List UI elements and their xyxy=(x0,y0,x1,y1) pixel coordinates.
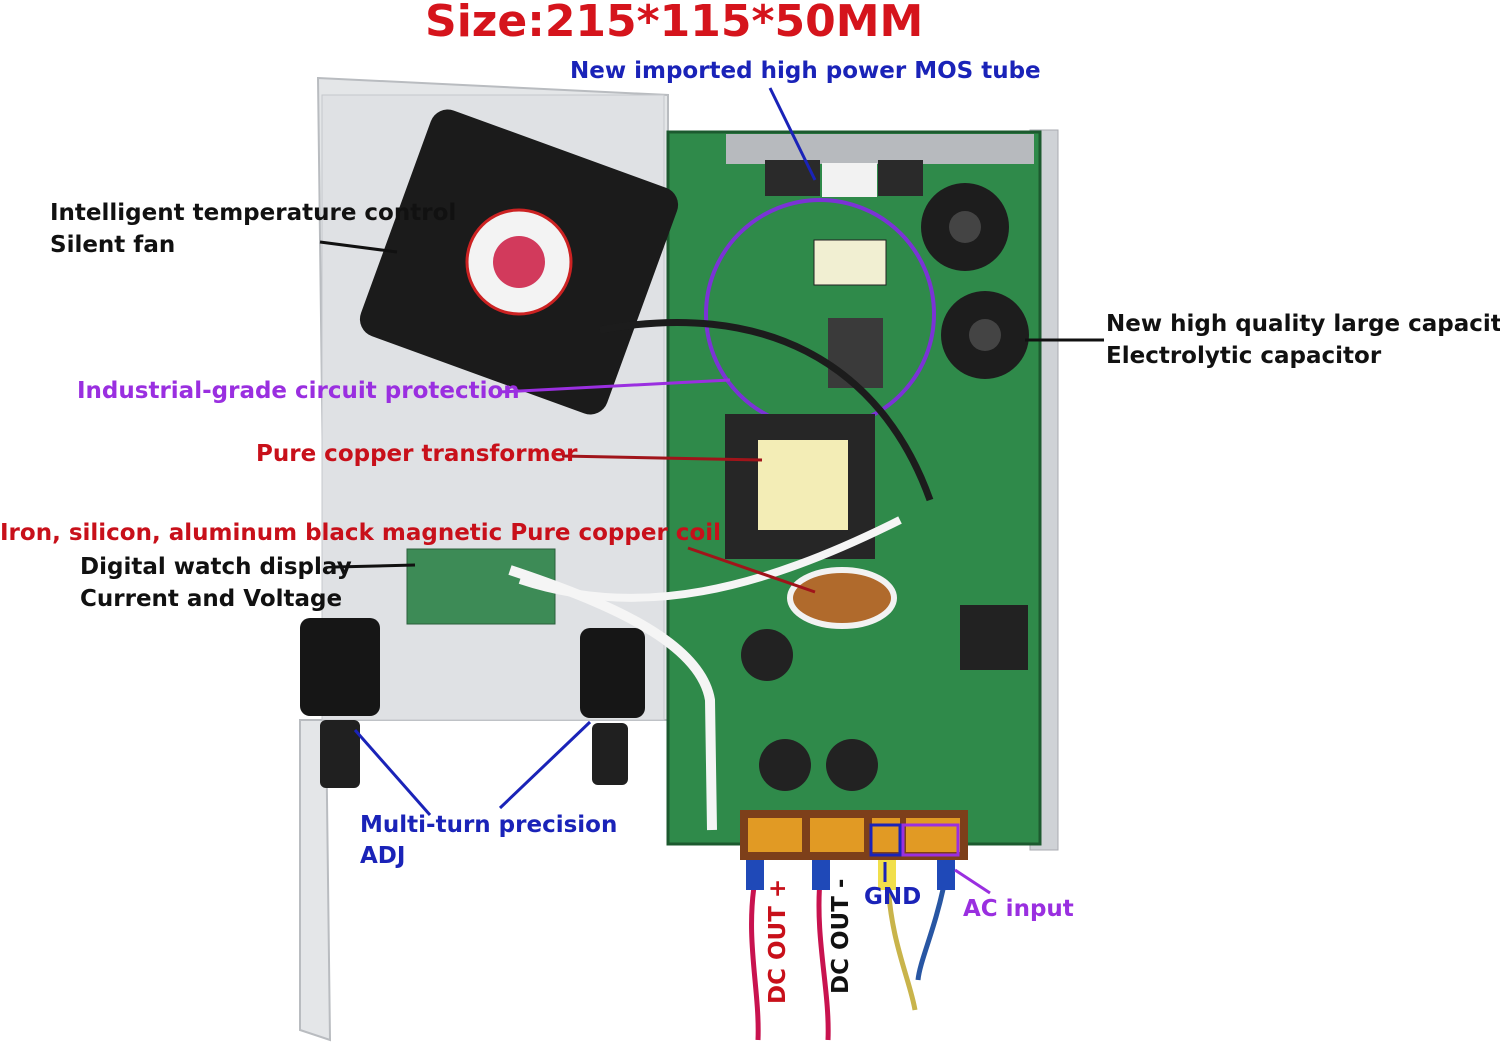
capacitor-label-line2: Electrolytic capacitor xyxy=(1106,343,1382,369)
adj-label-line1: Multi-turn precision xyxy=(360,812,618,838)
wire-ferrules xyxy=(746,860,955,890)
emi-filter xyxy=(960,605,1028,670)
adj-label-line2: ADJ xyxy=(360,843,406,869)
capacitor-top-1 xyxy=(949,211,981,243)
output-capacitor-1 xyxy=(741,629,793,681)
gnd-terminal-highlight xyxy=(869,823,902,857)
white-wires xyxy=(508,565,717,831)
coil-label: Iron, silicon, aluminum black magnetic P… xyxy=(0,520,722,546)
mos-tube xyxy=(765,160,820,196)
ac-input-label: AC input xyxy=(963,896,1074,922)
gnd-label: GND xyxy=(864,884,922,910)
size-title: Size:215*115*50MM xyxy=(425,0,924,47)
terminal-screws xyxy=(748,818,960,852)
potentiometer-left xyxy=(300,618,380,716)
output-capacitor-2 xyxy=(759,739,811,791)
adjust-knob-right xyxy=(592,723,628,785)
output-wires xyxy=(749,879,948,1041)
potentiometer-right xyxy=(580,628,645,718)
fan-hub-center xyxy=(493,236,545,288)
display-label-line1: Digital watch display xyxy=(80,554,352,580)
mos-tube-2 xyxy=(878,160,923,196)
thermal-pad xyxy=(822,163,877,197)
white-wire-2 xyxy=(518,516,902,602)
transformer-core xyxy=(758,440,848,530)
dc-out-minus-label: DC OUT - xyxy=(828,878,854,994)
fan-cable xyxy=(599,319,934,502)
ac-terminal-highlight xyxy=(901,823,960,857)
display-label-line2: Current and Voltage xyxy=(80,586,343,612)
inductor-block xyxy=(828,318,883,388)
dc-out-plus-label: DC OUT + xyxy=(765,878,791,1004)
small-transformer xyxy=(813,239,887,286)
fan-label-line2: Silent fan xyxy=(50,232,176,258)
mos-tube-label: New imported high power MOS tube xyxy=(570,58,1041,84)
capacitor-top-2 xyxy=(969,319,1001,351)
adjust-knob-left xyxy=(320,720,360,788)
transformer-label: Pure copper transformer xyxy=(256,441,578,467)
arrows xyxy=(319,87,1104,895)
capacitor-label-line1: New high quality large capacity xyxy=(1106,311,1500,337)
heatsink-top xyxy=(726,134,1034,164)
circuit-protection-label: Industrial-grade circuit protection xyxy=(77,378,520,404)
fan-label-line1: Intelligent temperature control xyxy=(50,200,457,226)
pure-copper-coil xyxy=(787,567,897,629)
output-capacitor-3 xyxy=(826,739,878,791)
